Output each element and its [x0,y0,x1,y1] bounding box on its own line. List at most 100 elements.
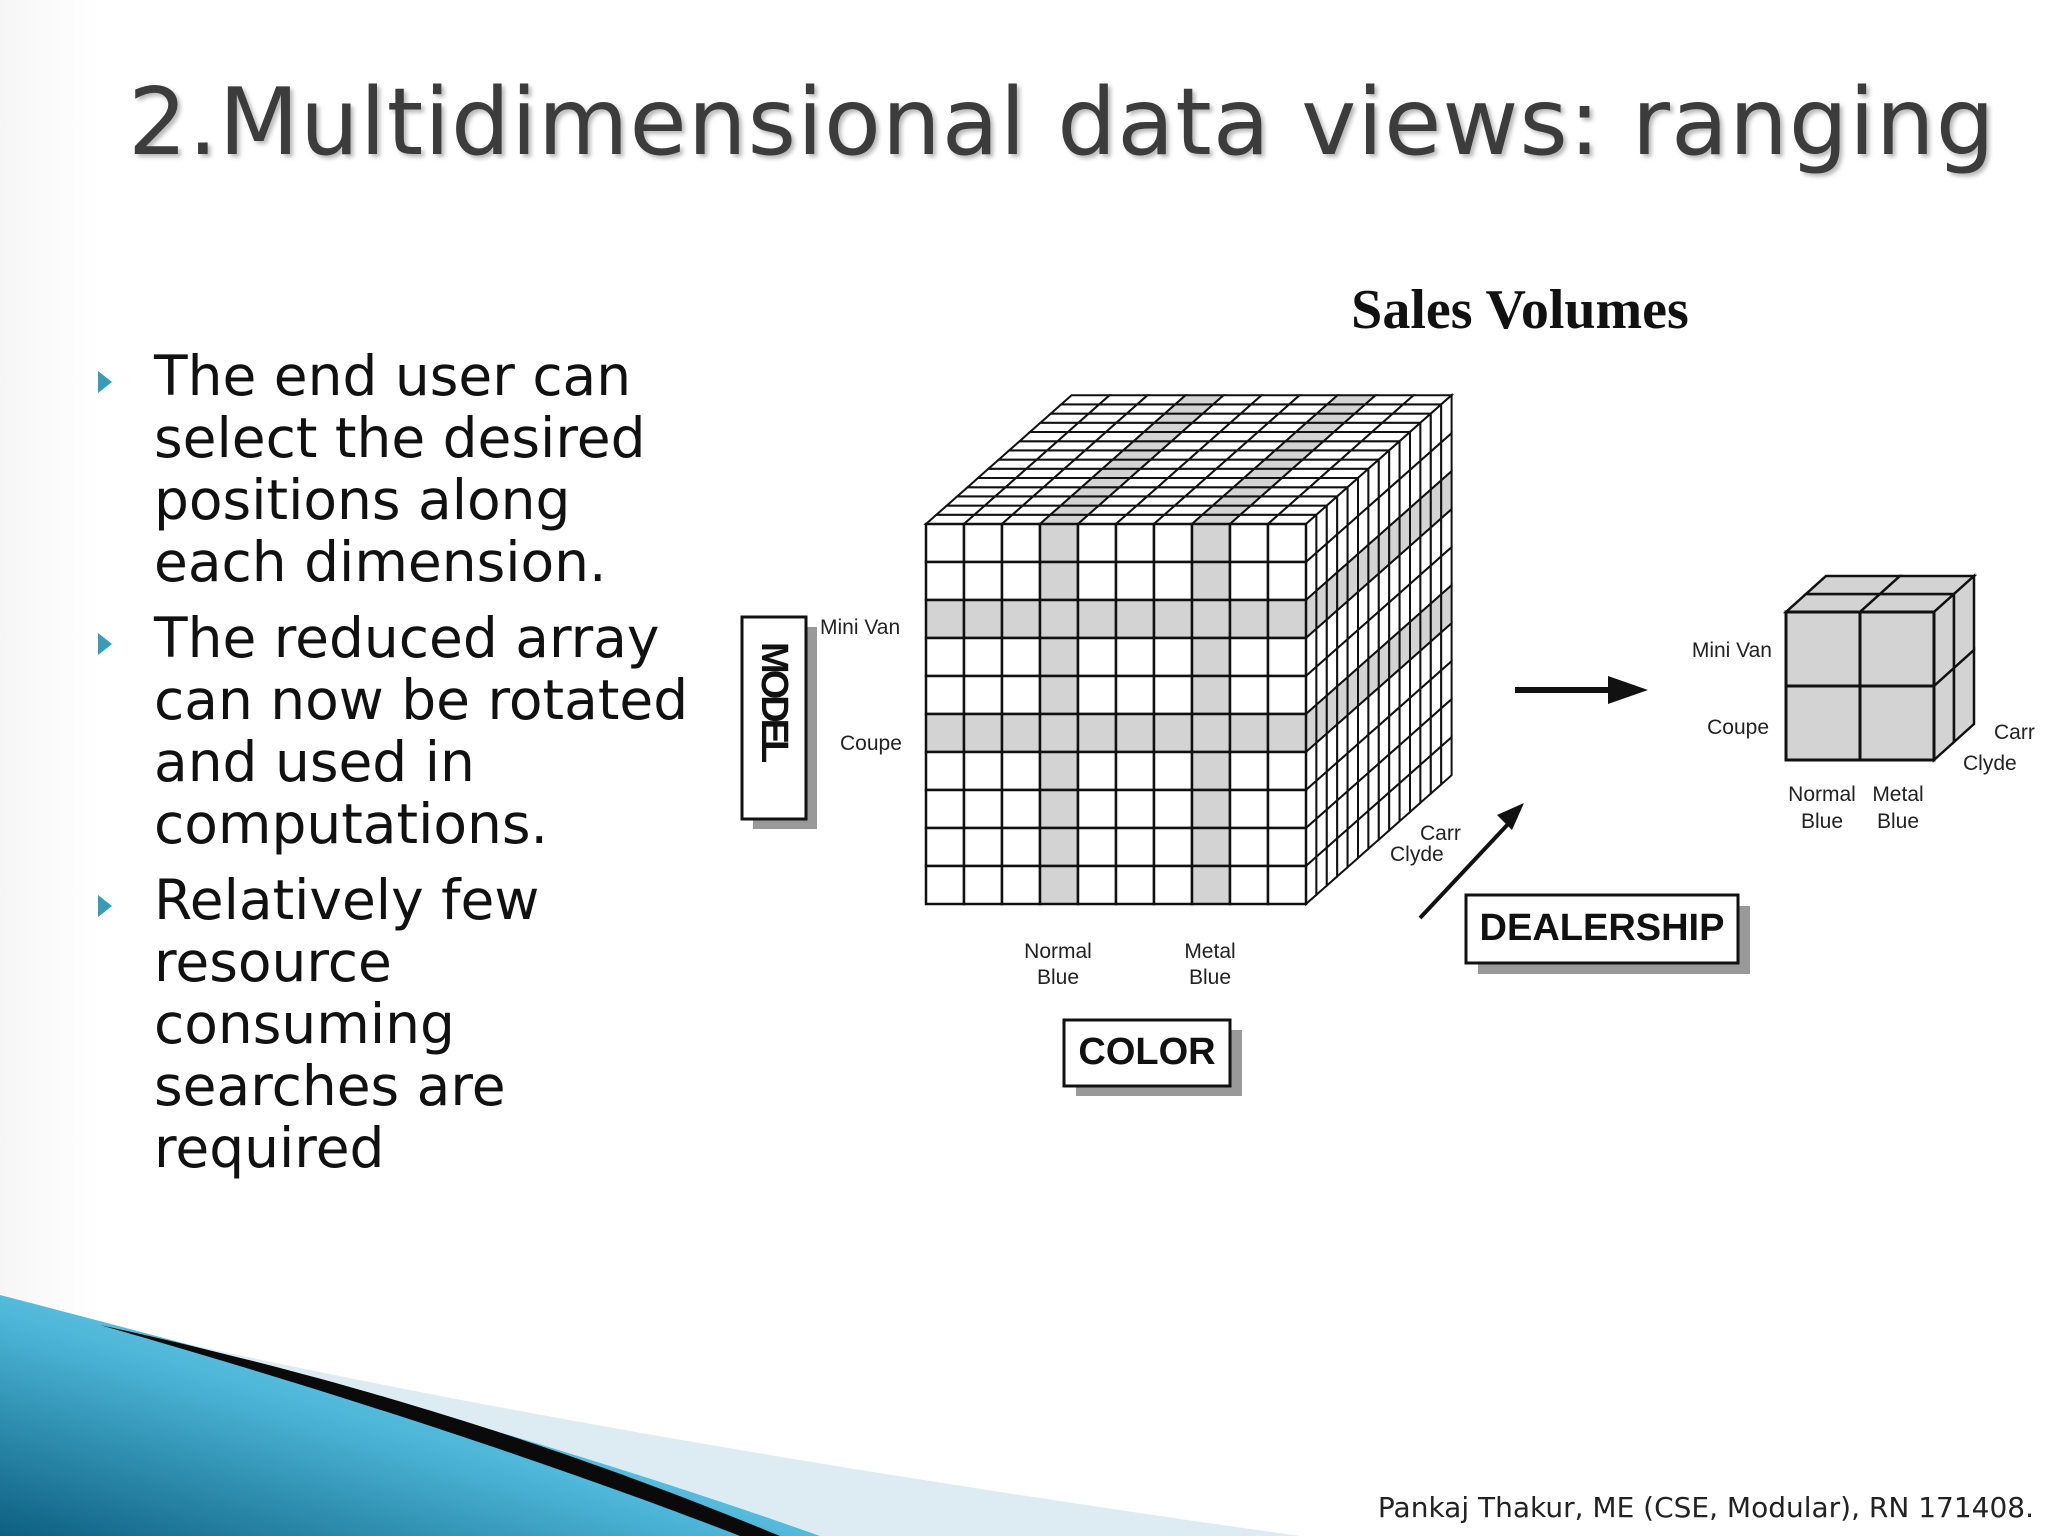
big-cube-front-cell [1114,788,1156,830]
big-cube-side-cell [1367,799,1380,852]
big-cube-front-cell [962,674,1004,716]
big-cube-front-cell [1076,864,1118,906]
big-cube-side-cell [1419,753,1432,806]
reduction-arrow-head [1608,676,1648,704]
bullet-text: Relatively few resource consuming search… [154,868,540,1180]
model-label-coupe: Coupe [840,732,902,755]
footer-credit: Pankaj Thakur, ME (CSE, Modular), RN 171… [1377,1491,2034,1524]
big-cube-front-cell [1228,712,1270,754]
big-cube-front-cell [1114,826,1156,868]
big-cube-front-cell [1000,864,1042,906]
big-cube-front-cell [1076,788,1118,830]
dealership-label-clyde: Clyde [1390,843,1444,866]
dealership-arrow-head [1497,803,1524,830]
dealership-box [1464,893,1740,965]
big-cube-front-cell [1228,522,1270,564]
big-cube-front-cell [1152,598,1194,640]
big-cube-side-cell [1346,817,1359,870]
big-cube-front-cell [1038,712,1080,754]
big-cube-front-cell [924,864,966,906]
dealership-label-carr: Carr [1420,822,1461,845]
big-cube-front-cell [1266,522,1308,564]
slide-title: 2.Multidimensional data views: ranging [128,68,1996,176]
big-cube-side-cell [1440,734,1453,787]
big-cube-top-face [923,394,1455,525]
big-cube-front-cell [1114,674,1156,716]
small-color-label-metal-blue-line2: Blue [1877,810,1919,833]
big-cube-front-cell [1076,598,1118,640]
diagram-title: Sales Volumes [1351,279,1689,341]
reduced-cube [1782,573,1978,763]
big-cube-front-cell [1266,712,1308,754]
bullet-arrow-icon [98,371,112,393]
big-cube-front-cell [1076,674,1118,716]
bullet-list: The end user can select the desired posi… [98,345,698,1193]
big-cube-front-cell [1228,560,1270,602]
big-cube-front-cell [1190,674,1232,716]
big-cube-front-cell [1228,636,1270,678]
big-cube-front-cell [1152,674,1194,716]
big-cube-front-cell [1000,750,1042,792]
big-cube-front-cell [1038,522,1080,564]
big-cube-front-cell [962,864,1004,906]
small-dealership-label-clyde: Clyde [1963,752,2017,775]
color-label-metal-blue-line1: Metal [1184,940,1235,963]
big-cube-front-cell [1076,750,1118,792]
big-cube-front-cell [1190,522,1232,564]
big-cube-front-cell [1152,826,1194,868]
big-cube-front-cell [1190,826,1232,868]
big-cube-front-cell [1228,598,1270,640]
big-cube-front-cell [1038,598,1080,640]
reduced-cube-side-cell [1952,647,1976,745]
bullet-text: The end user can select the desired posi… [154,344,646,594]
big-cube-front-cell [1190,560,1232,602]
big-cube-front-cell [1190,598,1232,640]
big-cube-side-cell [1398,771,1411,824]
big-cube-front-cell [962,522,1004,564]
big-cube-front-cell [1076,560,1118,602]
reduced-cube-front-cell [1784,684,1862,762]
big-cube-front-cell [962,560,1004,602]
big-cube-front-cell [1190,712,1232,754]
big-cube-front-cell [924,560,966,602]
big-cube-front-cell [1038,826,1080,868]
bullet-item: The end user can select the desired posi… [98,345,698,593]
big-cube-front-cell [1114,522,1156,564]
small-color-label-metal-blue-line1: Metal [1872,783,1923,806]
big-cube-front-cell [1266,864,1308,906]
big-cube-front-cell [924,712,966,754]
big-cube-front-cell [1000,598,1042,640]
big-cube-front-cell [1114,598,1156,640]
color-box-label: COLOR [1078,1031,1215,1073]
small-model-label-coupe: Coupe [1707,716,1769,739]
big-cube-front-cell [1228,864,1270,906]
bullet-text: The reduced array can now be rotated and… [154,606,689,856]
big-cube-front-cell [1266,560,1308,602]
big-cube-front-cell [1152,560,1194,602]
color-box [1062,1018,1232,1088]
big-cube-front-cell [962,712,1004,754]
small-color-label-normal-blue-line1: Normal [1788,783,1856,806]
big-cube-front-cell [1266,674,1308,716]
big-cube-front-cell [1076,712,1118,754]
small-color-label-normal-blue-line2: Blue [1801,810,1843,833]
small-model-label-mini-van: Mini Van [1692,639,1772,662]
big-cube-front-cell [1190,864,1232,906]
big-cube-front-cell [1152,864,1194,906]
big-cube-front-cell [1152,522,1194,564]
big-cube-side-cell [1315,845,1328,898]
big-cube-front-cell [1000,560,1042,602]
big-cube-side-cell [1409,762,1422,815]
big-cube-front-cell [962,636,1004,678]
big-cube-side-cell [1377,790,1391,842]
big-cube-front-cell [1038,636,1080,678]
big-cube-front-cell [1000,712,1042,754]
big-cube-front-cell [1190,788,1232,830]
reduced-cube-front-cell [1858,684,1936,762]
big-cube-front-cell [1190,750,1232,792]
big-cube-front-cell [1000,522,1042,564]
big-cube-front-cell [962,750,1004,792]
dealership-box-label: DEALERSHIP [1480,907,1725,949]
model-box-label: MODEL [753,642,795,763]
